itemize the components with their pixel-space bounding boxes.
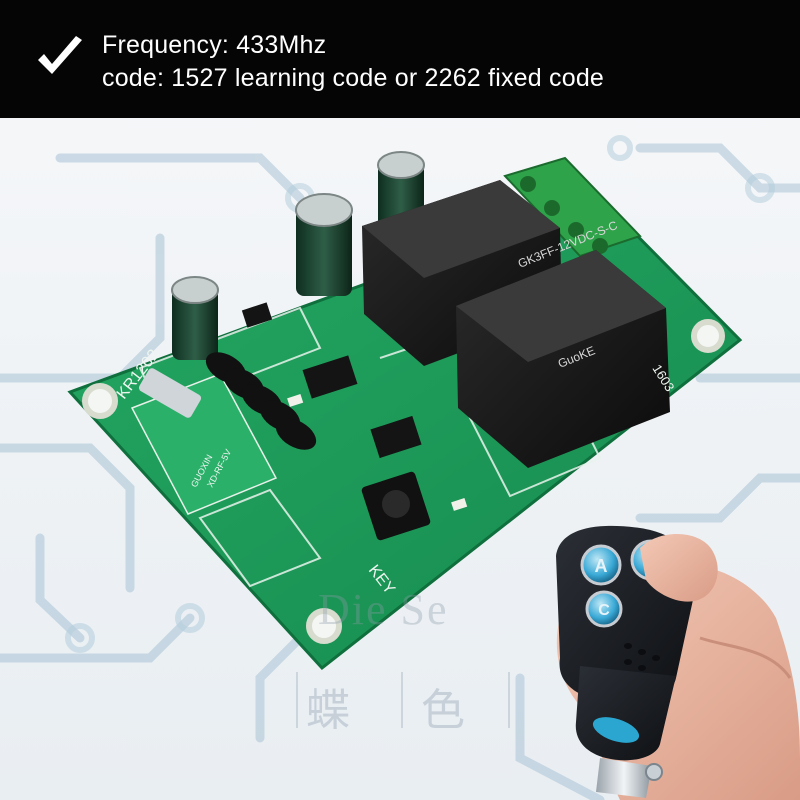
frequency-text: Frequency: 433Mhz	[102, 31, 327, 59]
watermark-divider-left	[296, 672, 298, 728]
background-circuit-traces	[0, 143, 800, 800]
remote-button-a: A	[580, 544, 622, 586]
watermark-divider-right	[508, 672, 510, 728]
watermark-char-2: 色	[421, 686, 465, 735]
ic-chips	[241, 302, 422, 459]
antenna-coil	[138, 352, 317, 450]
rf-module: GUOXIN XD-RF-5V	[130, 373, 278, 515]
relay-receiver-board: GK3FF-12VDC-S-C GuoKE GUOXIN XD-RF-5V	[67, 151, 743, 671]
product-photo: GK3FF-12VDC-S-C GuoKE GUOXIN XD-RF-5V	[0, 118, 800, 800]
mounting-holes	[82, 319, 725, 644]
remote-button-c: C	[585, 590, 623, 628]
check-icon	[38, 36, 82, 74]
remote-button-c-label: C	[598, 602, 610, 619]
feature-banner: Frequency: 433Mhz code: 1527 learning co…	[0, 0, 800, 118]
learn-key-button	[361, 471, 431, 541]
remote-control: A B C	[556, 525, 718, 798]
code-type-text: code: 1527 learning code or 2262 fixed c…	[102, 64, 605, 92]
led	[287, 394, 304, 407]
remote-button-a-label: A	[595, 556, 608, 576]
photo-illustration: GK3FF-12VDC-S-C GuoKE GUOXIN XD-RF-5V	[0, 135, 800, 800]
watermark-char-1: 蝶	[306, 686, 350, 735]
thumb	[640, 533, 718, 602]
watermark-cjk: 蝶 色	[296, 668, 516, 738]
led-2	[451, 498, 468, 511]
relay-2	[456, 250, 670, 468]
watermark-latin: Die Se	[318, 585, 449, 634]
watermark-divider-middle	[401, 672, 403, 728]
